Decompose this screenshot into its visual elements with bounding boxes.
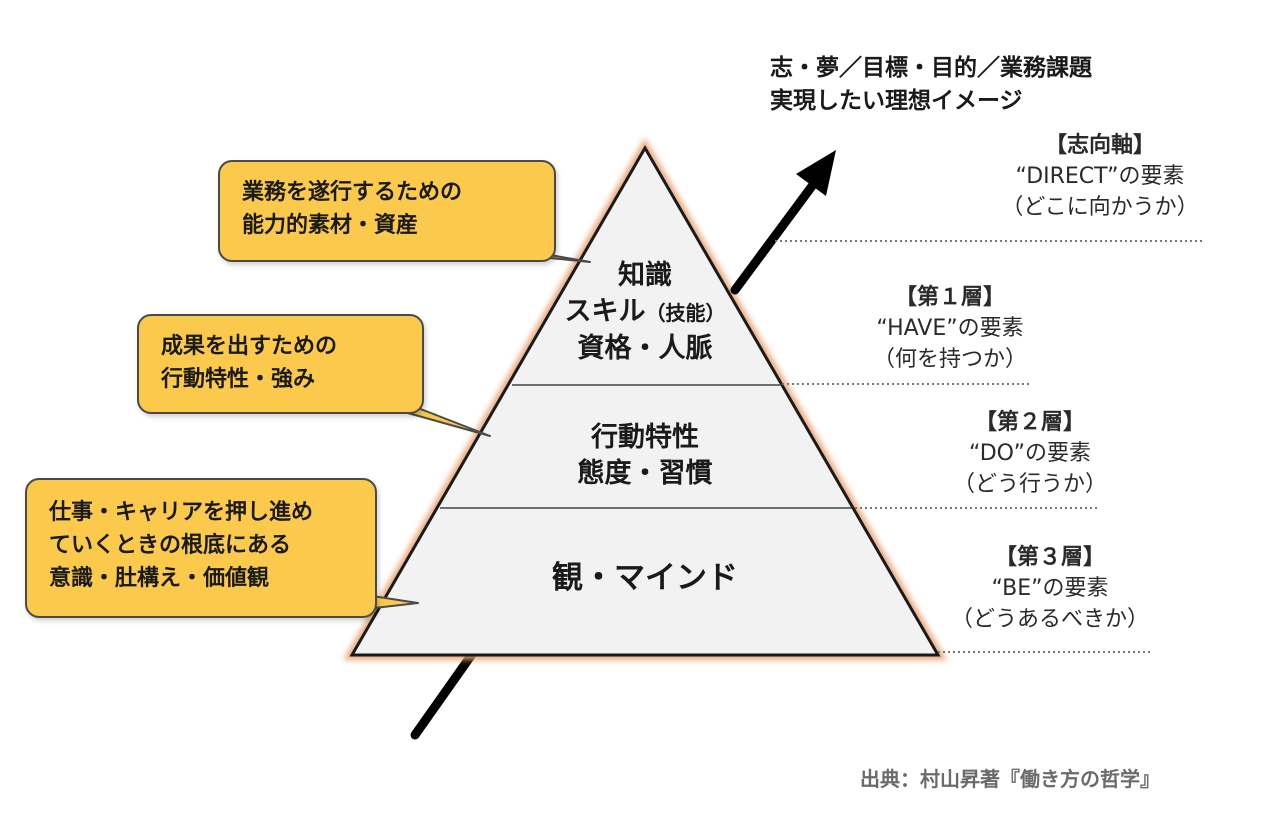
pyramid-base-label: 観・マインド (500, 558, 790, 600)
callout-behavior: 成果を出すための 行動特性・強み (137, 314, 424, 414)
layer-axis-element: “DIRECT”の要素 (1015, 164, 1185, 190)
pyramid-top-line2-main: スキル (564, 296, 646, 328)
callout-mindset: 仕事・キャリアを押し進め ていくときの根底にある 意識・肚構え・価値観 (25, 478, 377, 618)
callout-2-line2: 行動特性・強み (161, 367, 316, 392)
axis-title: 志・夢／目標・目的／業務課題 実現したい理想イメージ (770, 52, 1092, 119)
layer-3-element: “BE”の要素 (991, 576, 1109, 602)
layer-axis-question: （どこに向かうか） (1001, 195, 1199, 221)
layer-3-head: 【第３層】 (994, 545, 1105, 570)
pyramid-base-line1: 観・マインド (552, 560, 738, 596)
direction-arrow-head (796, 150, 836, 196)
source-citation: 出典：村山昇著『働き方の哲学』 (860, 767, 1160, 791)
pyramid-top-line2-small: （技能） (645, 301, 726, 326)
axis-title-line2: 実現したい理想イメージ (770, 88, 1023, 115)
layer-3-question: （どうあるべきか） (950, 607, 1149, 633)
layer-1-element: “HAVE”の要素 (876, 316, 1024, 342)
pyramid-middle-line2: 態度・習慣 (577, 458, 713, 490)
pyramid-top-label: 知識 スキル（技能） 資格・人脈 (520, 258, 770, 367)
callout-3-line3: 意識・肚構え・価値観 (49, 566, 270, 591)
layer-1-question: （何を持つか） (872, 347, 1027, 373)
layer-2-element: “DO”の要素 (969, 441, 1091, 467)
callout-2-line1: 成果を出すための (161, 334, 338, 359)
layer-1-head: 【第１層】 (894, 285, 1005, 310)
callout-1-line2: 能力的素材・資産 (242, 213, 419, 238)
callout-3-line1: 仕事・キャリアを押し進め (49, 500, 314, 525)
layer-2-question: （どう行うか） (952, 472, 1107, 498)
callout-1-line1: 業務を遂行するための (242, 180, 463, 205)
callout-knowledge: 業務を遂行するための 能力的素材・資産 (218, 160, 556, 262)
pyramid-shape (349, 145, 941, 657)
pyramid-top-line3: 資格・人脈 (577, 332, 713, 364)
layer-1-description: 【第１層】 “HAVE”の要素 （何を持つか） (840, 282, 1060, 376)
layer-axis-head: 【志向軸】 (1044, 133, 1155, 158)
pyramid-middle-label: 行動特性 態度・習慣 (520, 420, 770, 493)
pyramid-top-line1: 知識 (618, 260, 672, 291)
direction-arrow-upper (730, 173, 823, 295)
layer-2-head: 【第２層】 (974, 410, 1085, 435)
callout-3-line2: ていくときの根底にある (49, 533, 292, 558)
pyramid-top-line2: スキル（技能） (520, 294, 770, 330)
axis-title-line1: 志・夢／目標・目的／業務課題 (770, 55, 1092, 81)
direction-arrow-lower (410, 645, 480, 740)
layer-2-description: 【第２層】 “DO”の要素 （どう行うか） (920, 407, 1140, 501)
layer-3-description: 【第３層】 “BE”の要素 （どうあるべきか） (930, 542, 1170, 636)
layer-axis-description: 【志向軸】 “DIRECT”の要素 （どこに向かうか） (980, 130, 1220, 224)
pyramid-middle-line1: 行動特性 (591, 422, 699, 453)
